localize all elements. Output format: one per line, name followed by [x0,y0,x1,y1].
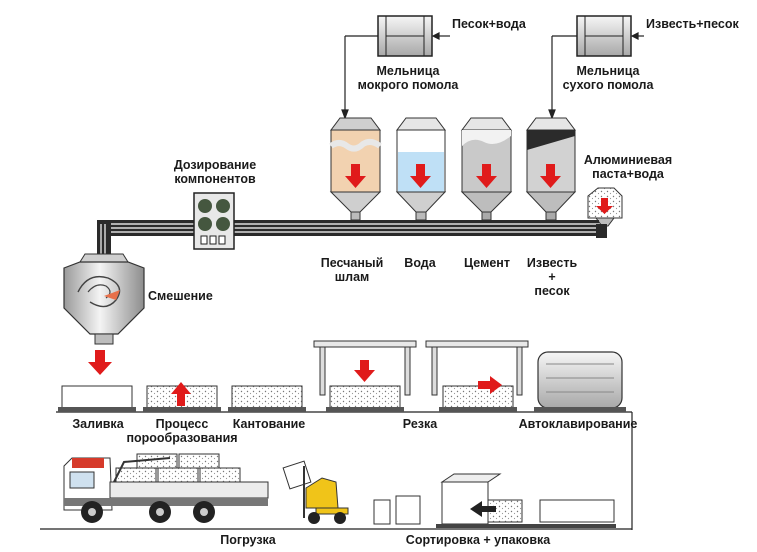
casting-label: Заливка [72,417,124,431]
sand-slurry-label-line1: Песчаный [320,256,384,270]
lime-sand-label-line3: песок [534,284,570,298]
silo-lime-sand [525,117,577,221]
foaming-label: Процесс порообразования [126,417,237,445]
mould-tilting [228,385,306,412]
autoclave [534,351,626,412]
tilting-label: Кантование [232,417,306,431]
dosing-unit [193,192,235,250]
lime-sand-label: Известь + песок [527,256,577,298]
sorting-station [373,473,616,528]
dosing-label: Дозирование компонентов [174,158,256,186]
sorting-label: Сортировка + упаковка [405,533,551,547]
dosing-label-line1: Дозирование [173,158,257,172]
wet-feed-label: Песок+вода [452,17,526,31]
wet-mill [377,15,433,57]
mould-foaming [143,382,221,412]
loading-truck [63,453,269,523]
dry-feed-label: Известь+песок [646,17,739,31]
mixing-label: Смешение [148,289,213,303]
casting-arrow [88,350,112,375]
dry-mill-label-line1: Мельница [576,64,640,78]
water-label: Вода [404,256,436,270]
aluminium-label-line2: паста+вода [592,167,664,181]
loading-label: Погрузка [220,533,276,547]
dry-mill-label: Мельница сухого помола [563,64,654,92]
cutting-machine-horizontal [425,340,529,412]
dry-mill [576,15,632,57]
piping [97,220,607,254]
autoclave-label: Автоклавирование [518,417,638,431]
silo-red-arrows [345,164,613,214]
wet-mill-label-line1: Мельница [376,64,440,78]
cement-label: Цемент [464,256,510,270]
dry-mill-label-line2: сухого помола [562,78,654,92]
sand-slurry-label: Песчаный шлам [321,256,384,284]
wet-mill-label: Мельница мокрого помола [358,64,459,92]
mixer [63,253,145,345]
lime-sand-label-line1: Известь [526,256,578,270]
feed-arrows [341,32,644,120]
cutting-label: Резка [402,417,438,431]
silo-cement [460,117,513,221]
dosing-label-line2: компонентов [174,172,256,186]
cutting-machine-vertical [313,340,417,412]
mould-casting [58,385,136,412]
foaming-label-line1: Процесс [155,417,209,431]
sand-slurry-label-line2: шлам [334,270,370,284]
aluminium-label-line1: Алюминиевая [583,153,673,167]
wet-mill-label-line2: мокрого помола [357,78,459,92]
aluminium-label: Алюминиевая паста+вода [584,153,672,181]
foaming-label-line2: порообразования [126,431,238,445]
lime-sand-label-line2: + [548,270,556,284]
forklift [282,460,349,524]
